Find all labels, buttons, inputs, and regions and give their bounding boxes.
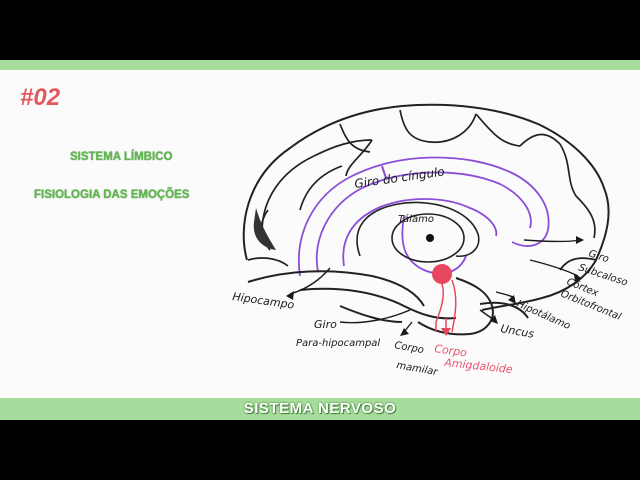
thalamus-dot [426, 234, 434, 242]
label-giro-para-2: Para-hipocampal [296, 338, 380, 349]
episode-number: #02 [20, 84, 61, 111]
brain-sagittal-diagram: Giro do cíngulo Tálamo Giro Subcaloso Có… [232, 103, 629, 378]
subtitle-emotion-physiology: FISIOLOGIA DAS EMOÇÕES [34, 189, 190, 201]
label-giro-subcaloso-1: Giro [587, 248, 610, 265]
brain-outline [242, 103, 610, 311]
amygdala [432, 264, 452, 284]
arrowheads [286, 236, 584, 336]
label-talamo: Tálamo [398, 213, 434, 225]
letterbox-bottom [0, 420, 640, 480]
whiteboard: #02 SISTEMA LÍMBICO FISIOLOGIA DAS EMOÇÕ… [0, 60, 640, 420]
label-corpo-mamilar-2: mamilar [395, 360, 439, 378]
corpus-callosum [356, 201, 480, 258]
limbic-lobe-outline [298, 156, 550, 277]
label-uncus: Uncus [499, 322, 535, 341]
label-amigdala-1: Corpo [434, 342, 468, 359]
top-accent-band [0, 60, 640, 70]
label-hipocampo: Hipocampo [232, 290, 296, 312]
series-title: SISTEMA NERVOSO [243, 400, 397, 417]
bottom-accent-band [0, 398, 640, 420]
cortex-gyri [247, 109, 597, 271]
letterbox-top [0, 0, 640, 60]
label-giro-para-1: Giro [314, 318, 337, 331]
label-corpo-mamilar-1: Corpo [393, 340, 424, 356]
label-amigdala-2: Amigdaloide [443, 356, 514, 376]
thalamus [391, 213, 465, 263]
temporal-lobe-outline [247, 270, 529, 336]
subtitle-limbic-system: SISTEMA LÍMBICO [70, 151, 173, 163]
frontal-shading [253, 208, 276, 250]
